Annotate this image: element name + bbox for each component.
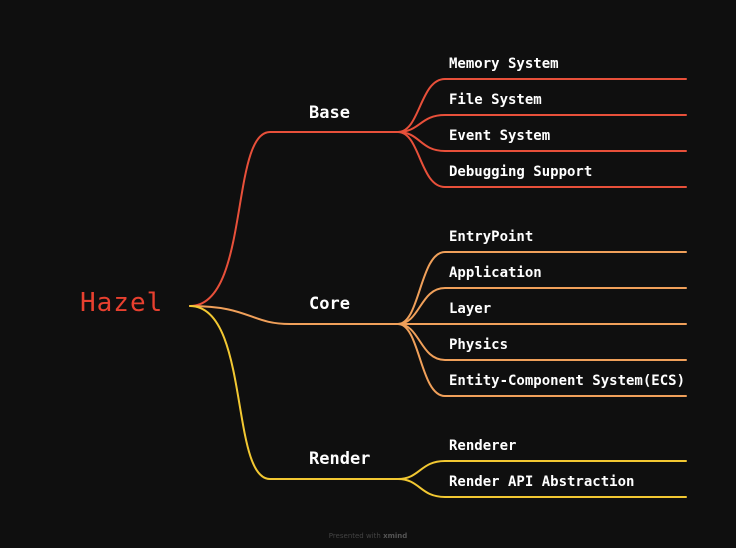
leaf-topic-renderer[interactable]: Renderer — [449, 438, 517, 454]
leaf-topic-event-system[interactable]: Event System — [449, 128, 551, 144]
leaf-topic-memory-system[interactable]: Memory System — [449, 56, 559, 72]
branch-to-leaf-connector — [397, 478, 687, 498]
root-topic-hazel[interactable]: Hazel — [80, 288, 164, 318]
branch-to-leaf-connector — [397, 460, 687, 480]
branch-to-leaf-connector — [397, 78, 687, 133]
leaf-topic-application[interactable]: Application — [449, 265, 542, 281]
watermark-prefix: Presented with — [328, 532, 381, 540]
root-to-branch-connector — [189, 131, 399, 307]
branch-to-leaf-connector — [397, 287, 687, 325]
root-to-branch-connector — [189, 305, 399, 325]
branch-to-leaf-connector — [397, 323, 687, 397]
branch-to-leaf-connector — [397, 114, 687, 133]
branch-to-leaf-connector — [397, 131, 687, 188]
branch-topic-render[interactable]: Render — [309, 449, 371, 469]
leaf-topic-layer[interactable]: Layer — [449, 301, 492, 317]
branch-topic-core[interactable]: Core — [309, 294, 350, 314]
leaf-topic-file-system[interactable]: File System — [449, 92, 542, 108]
presented-with-watermark: Presented with xmind — [0, 532, 736, 540]
leaf-topic-entrypoint[interactable]: EntryPoint — [449, 229, 534, 245]
branch-to-leaf-connector — [397, 251, 687, 325]
leaf-topic-render-api-abstraction[interactable]: Render API Abstraction — [449, 474, 635, 490]
branch-to-leaf-connector — [397, 131, 687, 152]
watermark-brand: xmind — [383, 532, 408, 540]
leaf-topic-physics[interactable]: Physics — [449, 337, 509, 353]
branch-to-leaf-connector — [397, 323, 687, 361]
root-to-branch-connector — [189, 305, 399, 480]
leaf-topic-debugging-support[interactable]: Debugging Support — [449, 164, 593, 180]
leaf-topic-ecs[interactable]: Entity-Component System(ECS) — [449, 373, 686, 389]
branch-topic-base[interactable]: Base — [309, 103, 350, 123]
